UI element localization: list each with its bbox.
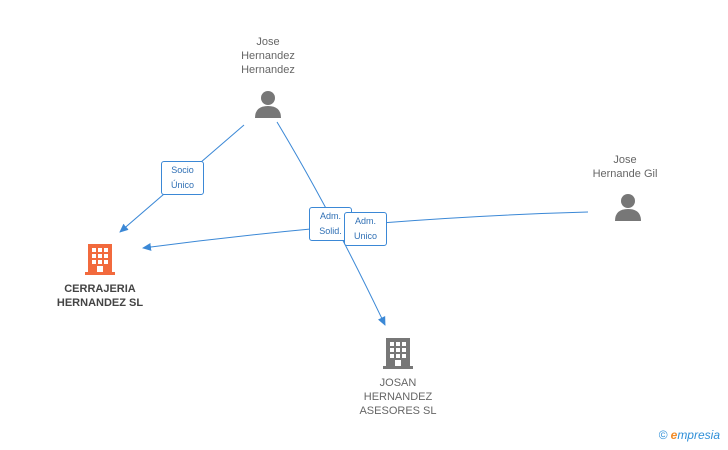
relation-badge-adm-unico[interactable]: Adm. Unico (344, 212, 387, 246)
person-icon[interactable] (253, 89, 283, 119)
node-label-cerrajeria-hernandez-sl[interactable]: CERRAJERIA HERNANDEZ SL (56, 283, 144, 309)
brand-e: e (670, 428, 678, 442)
node-label-jose-hernande-gil[interactable]: Jose Hernande Gil (592, 154, 658, 180)
node-label-jose-hernandez-hernandez[interactable]: Jose Hernandez Hernandez (241, 36, 295, 76)
person-icon[interactable] (613, 192, 643, 222)
building-icon[interactable] (84, 242, 116, 276)
node-label-josan-hernandez-asesores-sl[interactable]: JOSAN HERNANDEZ ASESORES SL (359, 377, 437, 417)
relation-badge-socio-unico[interactable]: Socio Único (161, 161, 204, 195)
building-icon[interactable] (382, 336, 414, 370)
empresia-logo: ©empresia (659, 428, 720, 442)
brand-name: mpresia (677, 428, 720, 442)
copyright-symbol: © (658, 428, 668, 442)
